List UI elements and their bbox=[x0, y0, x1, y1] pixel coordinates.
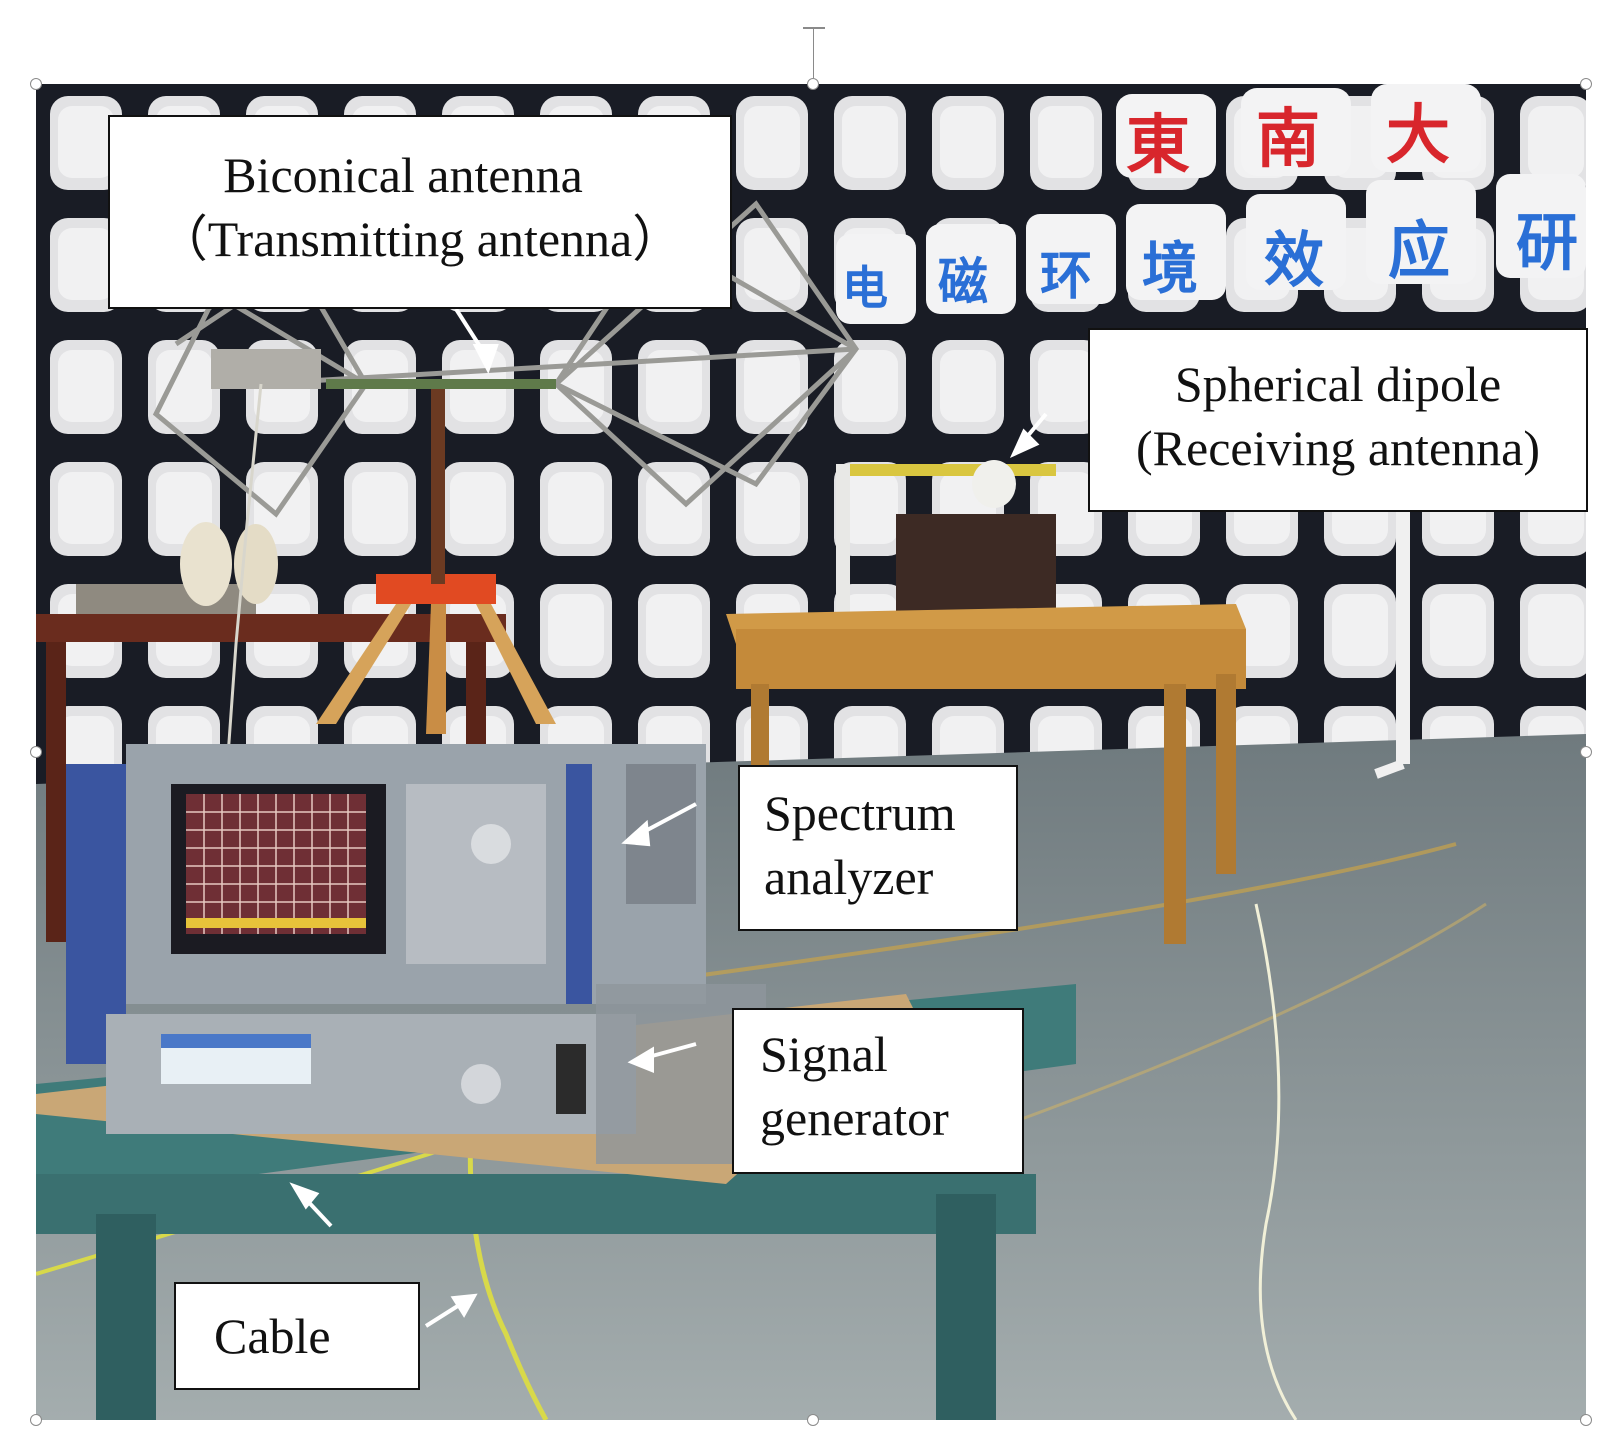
left-bench bbox=[36, 614, 506, 642]
sign-blue-char-1: 电 bbox=[842, 261, 888, 315]
label-spectrum-line1: Spectrum bbox=[764, 785, 956, 841]
sign-blue-char-4: 境 bbox=[1142, 237, 1198, 302]
resize-handle-top-left[interactable] bbox=[30, 78, 42, 90]
label-biconical-antenna: Biconical antenna （Transmitting antenna） bbox=[108, 115, 732, 309]
rotate-handle-line bbox=[813, 28, 814, 78]
sign-red-char-3: 大 bbox=[1386, 99, 1450, 173]
spherical-dipole bbox=[972, 460, 1016, 508]
resize-handle-bottom-middle[interactable] bbox=[807, 1414, 819, 1426]
sign-blue-char-5: 效 bbox=[1264, 226, 1324, 296]
label-cable: Cable bbox=[174, 1282, 420, 1390]
sign-red-char-2: 南 bbox=[1256, 103, 1320, 177]
label-spectrum-line2: analyzer bbox=[764, 849, 934, 905]
label-generator-line1: Signal bbox=[760, 1026, 888, 1082]
antenna-mast bbox=[431, 384, 445, 584]
resize-handle-top-right[interactable] bbox=[1580, 78, 1592, 90]
label-signal-generator: Signal generator bbox=[732, 1008, 1024, 1174]
label-spectrum-analyzer: Spectrum analyzer bbox=[738, 765, 1018, 931]
pointer-arrows bbox=[289, 307, 1048, 1328]
label-spherical-dipole: Spherical dipole (Receiving antenna) bbox=[1088, 328, 1588, 512]
sign-blue-char-2: 磁 bbox=[938, 253, 988, 311]
sign-blue-char-7: 研 bbox=[1516, 206, 1579, 279]
label-dipole-line1: Spherical dipole bbox=[1174, 356, 1502, 412]
sign-blue-char-3: 环 bbox=[1040, 247, 1093, 307]
resize-handle-bottom-left[interactable] bbox=[30, 1414, 42, 1426]
analyzer-grid bbox=[186, 794, 366, 934]
balun-box bbox=[211, 349, 321, 389]
resize-handle-top-middle[interactable] bbox=[807, 78, 819, 90]
resize-handle-middle-left[interactable] bbox=[30, 746, 42, 758]
label-biconical-line2: （Transmitting antenna） bbox=[157, 211, 683, 267]
resize-handle-bottom-right[interactable] bbox=[1580, 1414, 1592, 1426]
label-dipole-line2: (Receiving antenna) bbox=[1136, 420, 1540, 476]
rotate-handle-cap bbox=[803, 27, 825, 29]
label-biconical-line1: Biconical antenna bbox=[223, 147, 583, 203]
label-cable-line1: Cable bbox=[214, 1308, 331, 1364]
label-generator-line2: generator bbox=[760, 1090, 949, 1146]
sign-blue-char-6: 应 bbox=[1388, 214, 1451, 287]
resize-handle-middle-right[interactable] bbox=[1580, 746, 1592, 758]
wall-signs bbox=[836, 84, 1586, 324]
sign-red-char-1: 東 bbox=[1126, 109, 1190, 183]
